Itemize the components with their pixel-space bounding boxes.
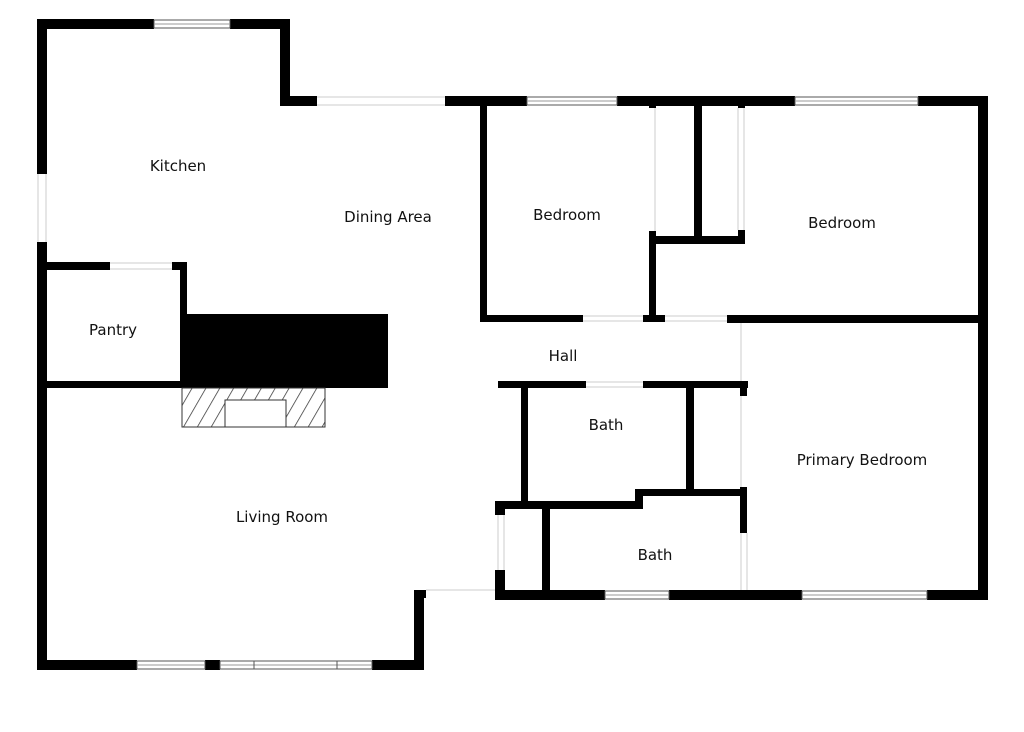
wall [414,590,426,598]
wall [669,590,802,600]
room-label-hall: Hall [549,347,578,365]
wall [37,381,187,388]
wall [495,570,505,600]
wall [643,381,748,388]
fireplace [181,387,326,428]
wall [372,660,424,670]
wall [635,489,643,509]
wall [927,590,988,600]
wall [280,96,317,106]
wall [694,96,702,244]
room-labels: Kitchen Dining Area Bedroom Bedroom Pant… [89,157,927,564]
room-label-living-room: Living Room [236,508,328,526]
fireplace-hearth [224,399,287,428]
wall [172,262,187,270]
wall [230,19,290,29]
wall [649,231,656,322]
wall [480,96,487,322]
wall [37,660,137,670]
wall [978,96,988,600]
room-label-bath-2: Bath [638,546,673,564]
wall [738,96,745,108]
wall [521,381,528,508]
windows [136,19,928,670]
room-label-primary-bedroom: Primary Bedroom [797,451,928,469]
wall [727,315,988,323]
room-label-bedroom-1: Bedroom [533,206,601,224]
wall [414,590,424,670]
wall [740,381,747,396]
wall [37,262,110,270]
wall [37,19,47,174]
wall [617,96,795,106]
wall [205,660,220,670]
wall [918,96,988,106]
wall [498,501,640,509]
walls [37,19,988,670]
wall [480,315,583,322]
room-label-dining-area: Dining Area [344,208,432,226]
room-label-pantry: Pantry [89,321,137,339]
wall [37,242,47,670]
wall [37,19,154,29]
wall [495,501,505,515]
wall [738,230,745,244]
room-label-bedroom-2: Bedroom [808,214,876,232]
wall [740,487,747,533]
wall [280,19,290,106]
wall [649,96,656,108]
wall [686,381,694,496]
wall [542,501,550,596]
kitchen-island [182,314,388,388]
room-label-bath-1: Bath [589,416,624,434]
openings [37,96,748,591]
room-label-kitchen: Kitchen [150,157,206,175]
wall [498,381,586,388]
